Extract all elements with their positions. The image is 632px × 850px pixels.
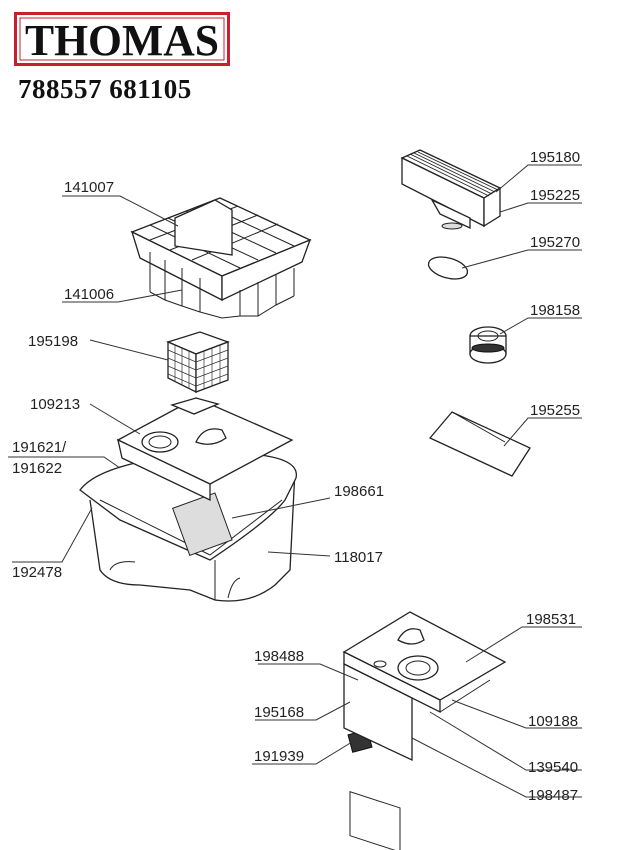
label-198531: 198531 — [526, 611, 576, 628]
label-195255: 195255 — [530, 402, 580, 419]
label-198487: 198487 — [528, 787, 578, 804]
filter-cassette-part — [400, 149, 502, 230]
label-195198: 195198 — [28, 333, 78, 350]
label-191621: 191621/ — [12, 439, 67, 456]
label-139540: 139540 — [528, 759, 578, 776]
leader-lines — [8, 164, 582, 798]
water-tank-part — [79, 454, 297, 602]
thomas-logo: THOMAS — [14, 12, 230, 66]
label-195270: 195270 — [530, 234, 580, 251]
label-141006: 141006 — [64, 286, 114, 303]
label-198158: 198158 — [530, 302, 580, 319]
mesh-filter-part — [166, 331, 230, 394]
label-198488: 198488 — [254, 648, 304, 665]
crate-insert-part — [130, 197, 312, 319]
tank-lid-part — [116, 397, 294, 502]
label-191622: 191622 — [12, 460, 62, 477]
label-141007: 141007 — [64, 179, 114, 196]
float-valve-part — [469, 326, 507, 364]
page-title: 788557 681105 — [18, 74, 192, 104]
label-109213: 109213 — [30, 396, 80, 413]
label-195225: 195225 — [530, 187, 580, 204]
filter-box-assembly — [342, 611, 507, 850]
label-195180: 195180 — [530, 149, 580, 166]
label-195168: 195168 — [254, 704, 304, 721]
label-198661: 198661 — [334, 483, 384, 500]
label-118017: 118017 — [334, 549, 383, 566]
cover-plate-part — [428, 411, 531, 477]
label-109188: 109188 — [528, 713, 578, 730]
round-seal-part — [427, 256, 469, 280]
label-192478: 192478 — [12, 564, 62, 581]
label-191939: 191939 — [254, 748, 304, 765]
logo-text: THOMAS — [25, 16, 219, 65]
